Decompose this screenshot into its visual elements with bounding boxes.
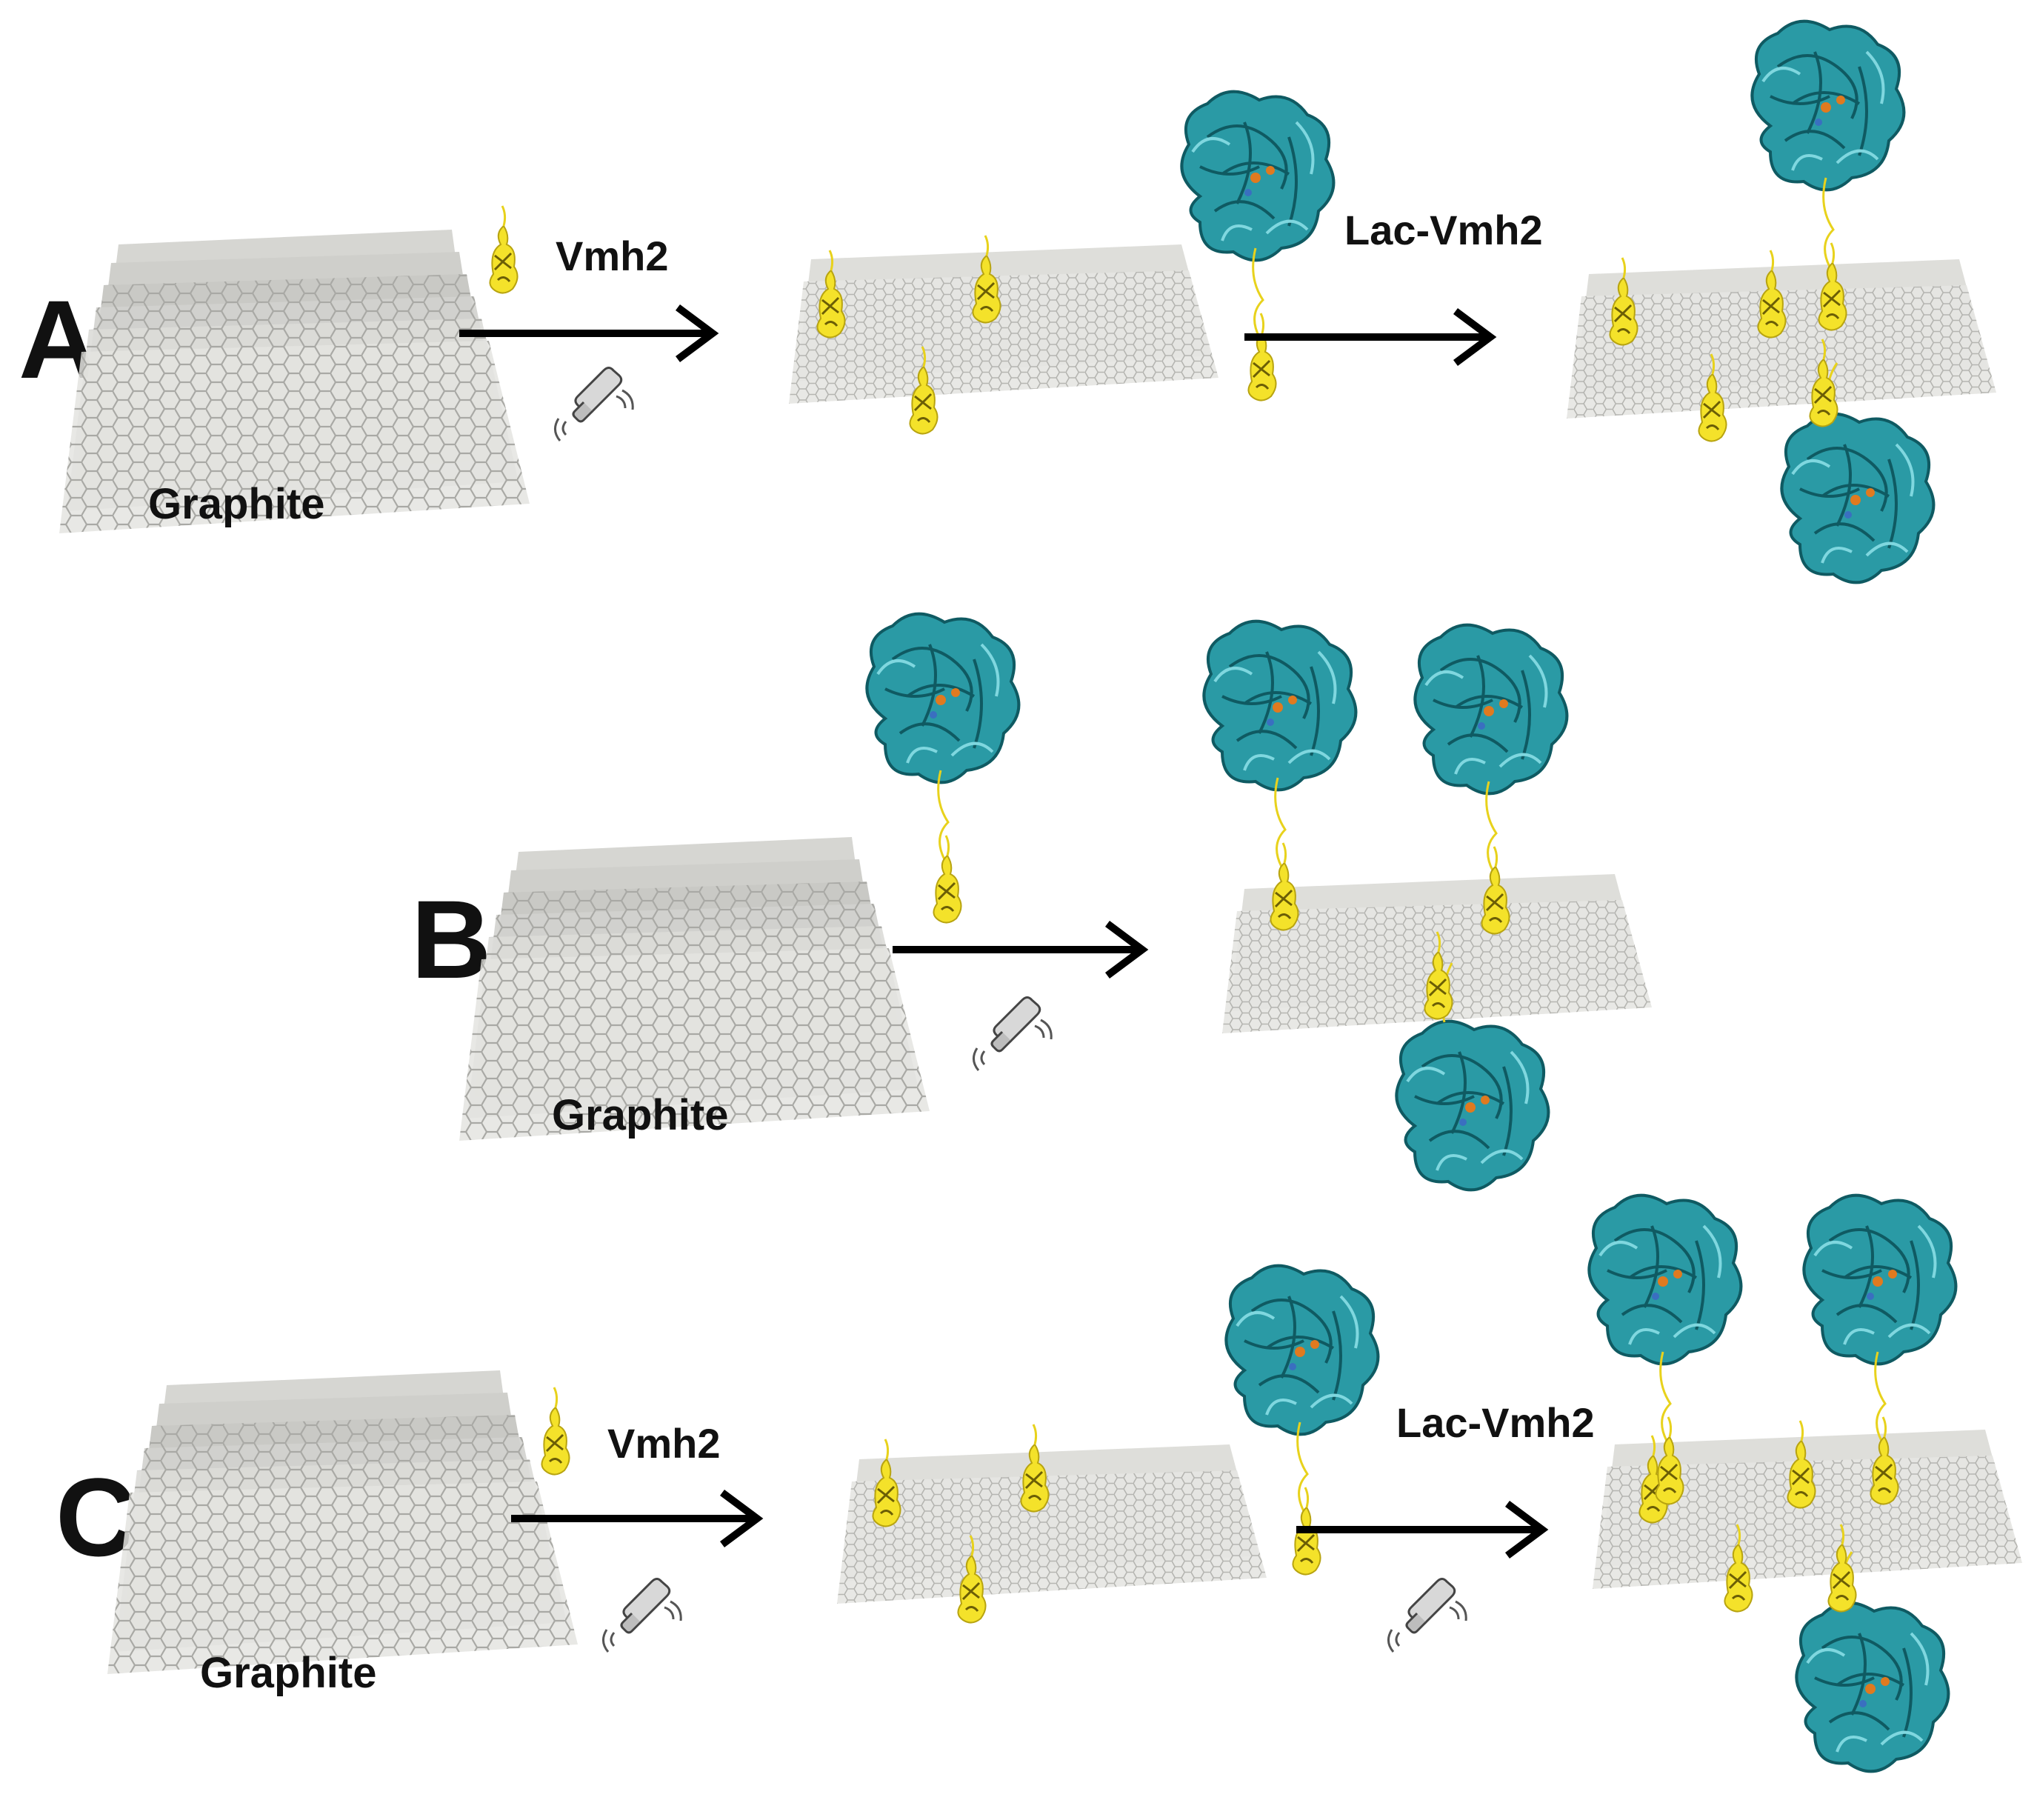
panel-a-sonicator-icon [553, 367, 634, 442]
panel-b-arrow-head [1105, 920, 1149, 979]
panel-c-sonicator-icon-2 [1387, 1578, 1467, 1653]
panel-c-vmh2-coated-sheet [837, 1444, 1267, 1604]
panel-b-lacvmh2-icon [867, 614, 1018, 923]
panel-b-result [1204, 621, 1652, 1192]
panel-a-vmh2-icon [488, 204, 519, 295]
panel-c: C Graphite Vmh2 Lac-Vmh2 [56, 1196, 2022, 1773]
panel-b-letter: B [411, 877, 491, 1001]
panel-c-graphite-stack [107, 1370, 578, 1674]
panel-a-arrow-2-head [1453, 307, 1497, 367]
panel-a-arrow-1-head [676, 304, 719, 363]
panel-a-result [1567, 21, 1996, 584]
panel-a-step2-label: Lac-Vmh2 [1344, 207, 1543, 253]
panel-a-substrate-label: Graphite [148, 480, 325, 528]
panel-c-vmh2-icon [540, 1386, 571, 1476]
panel-b: B Graphite [411, 614, 1652, 1192]
panel-a-vmh2-coated-sheet [789, 244, 1218, 404]
panel-c-arrow-2-head [1505, 1500, 1549, 1559]
panel-c-result [1589, 1196, 2022, 1773]
panel-b-substrate-label: Graphite [552, 1091, 729, 1139]
panel-c-sonicator-icon-1 [601, 1578, 682, 1653]
panel-b-sonicator-icon [972, 996, 1053, 1072]
panel-c-step2-label: Lac-Vmh2 [1396, 1399, 1595, 1446]
panel-c-arrow-1-head [720, 1489, 764, 1548]
panel-c-step1-label: Vmh2 [607, 1420, 721, 1467]
panel-c-substrate-label: Graphite [200, 1649, 377, 1697]
panel-a-step1-label: Vmh2 [556, 233, 669, 279]
panel-a: A Graphite Vmh2 Lac-Vmh2 [19, 21, 1996, 584]
